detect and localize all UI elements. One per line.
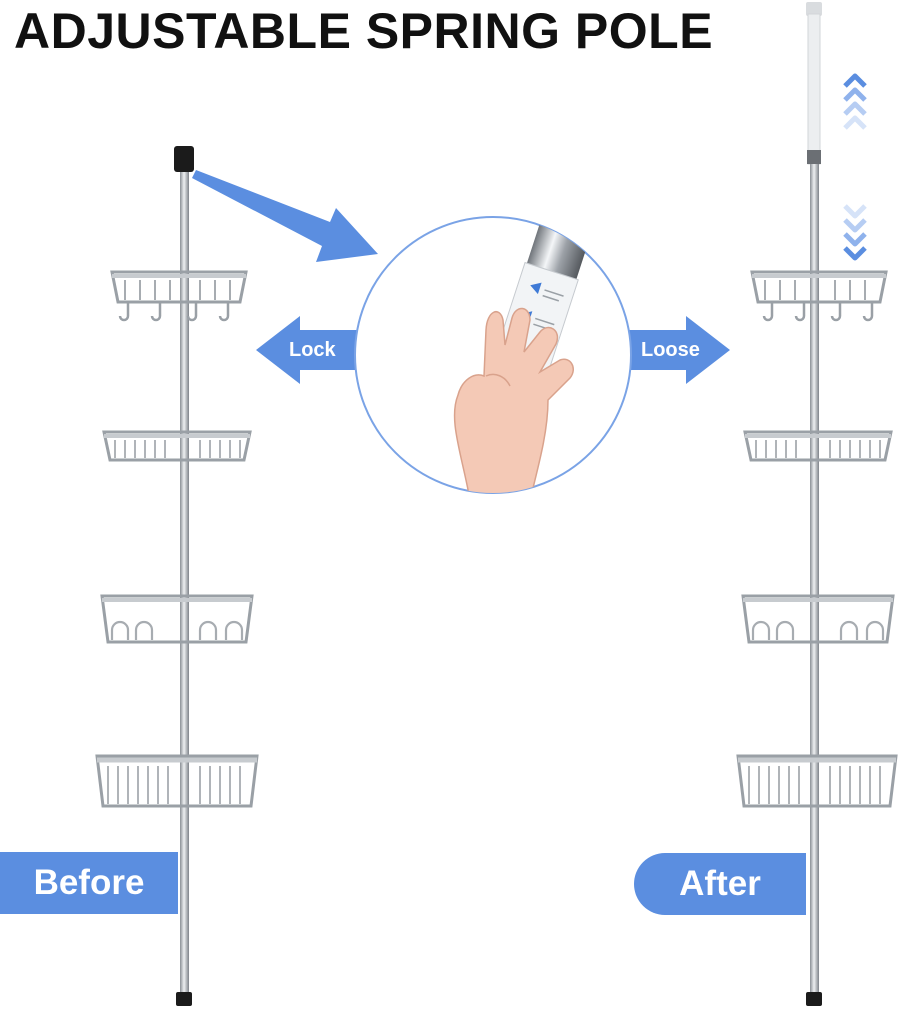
page-title: ADJUSTABLE SPRING POLE [14, 3, 714, 59]
lock-arrow-icon [256, 316, 358, 384]
lock-label: Lock [289, 339, 336, 361]
after-badge: After [634, 853, 806, 915]
right-shelf-4 [736, 754, 898, 808]
up-arrows-icon [843, 73, 867, 130]
down-arrows-icon [843, 204, 867, 261]
right-pole-top-cap [806, 2, 822, 16]
right-pole-extension [807, 13, 821, 165]
left-pole-top-cap [174, 146, 194, 172]
left-pole-foot [176, 992, 192, 1006]
right-shelf-1 [750, 270, 888, 322]
zoom-circle [354, 216, 632, 494]
left-shelf-3 [100, 594, 254, 644]
before-badge: Before [0, 852, 178, 914]
left-pole [180, 168, 189, 1000]
left-shelf-4 [95, 754, 259, 808]
pointer-arrow-icon [192, 170, 378, 262]
right-shelf-3 [741, 594, 895, 644]
left-shelf-1 [110, 270, 248, 322]
right-pole [810, 164, 819, 1000]
left-shower-caddy [95, 146, 259, 1006]
loose-label: Loose [641, 339, 700, 361]
right-shelf-2 [743, 430, 893, 462]
right-shower-caddy [736, 2, 898, 1006]
after-label: After [679, 864, 761, 903]
right-pole-foot [806, 992, 822, 1006]
hand-image [453, 307, 574, 493]
before-label: Before [33, 863, 145, 902]
left-shelf-2 [102, 430, 252, 462]
loose-arrow-icon [628, 316, 730, 384]
